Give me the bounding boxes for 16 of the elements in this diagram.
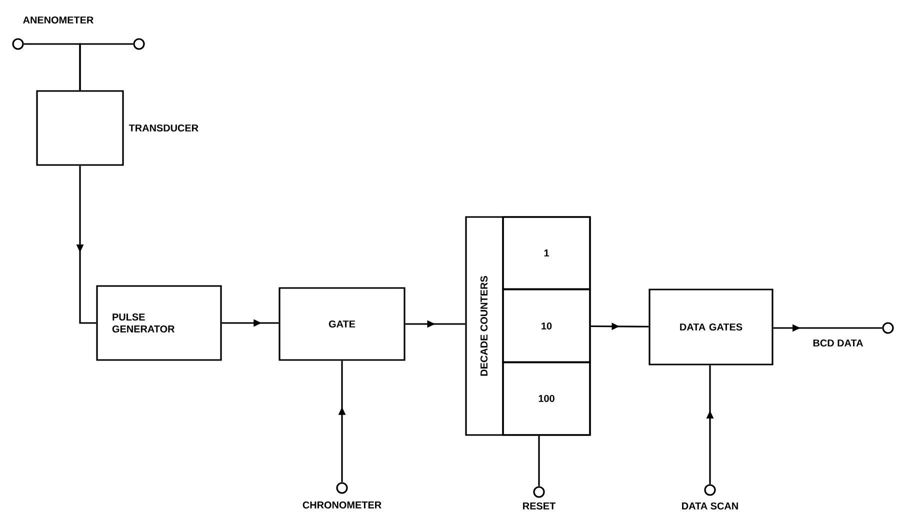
terminal-label: BCD DATA: [813, 339, 864, 347]
block-label: TRANSDUCER: [128, 124, 198, 132]
counter-cell: 10: [502, 288, 591, 364]
connector-line: [79, 43, 134, 90]
counter-cell: 1: [502, 216, 591, 290]
process-box: DATA GATES: [648, 288, 774, 366]
rotated-label: DECADE COUNTERS: [480, 276, 488, 376]
terminal-label: ANENOMETER: [23, 16, 94, 24]
terminal-circle: [133, 38, 145, 50]
counter-cell: 100: [502, 361, 591, 436]
terminal-label: DATA SCAN: [682, 502, 738, 510]
terminal-label: RESET: [523, 502, 556, 510]
process-box: PULSE GENERATOR: [96, 285, 222, 361]
process-box: GATE: [278, 287, 406, 361]
terminal-label: CHRONOMETER: [302, 501, 382, 509]
connector-line: [538, 436, 540, 486]
